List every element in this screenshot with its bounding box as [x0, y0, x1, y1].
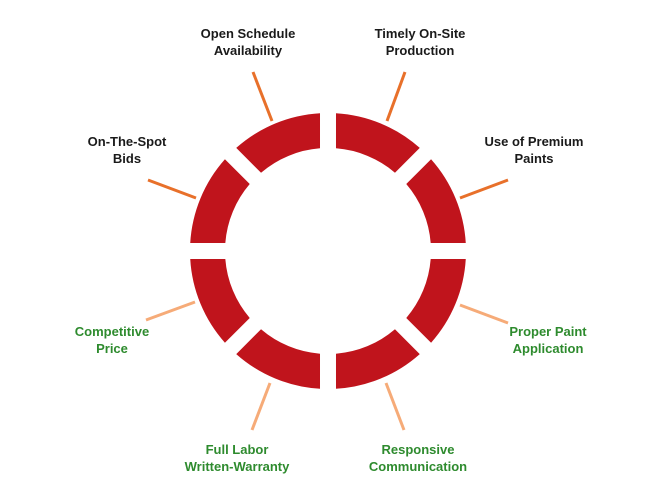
ring-segments: [190, 113, 466, 389]
connector-proper-paint: [459, 303, 509, 325]
segment-bottom-right: [335, 329, 420, 389]
label-on-the-spot: On-The-Spot Bids: [87, 134, 167, 166]
connector-lines: [145, 71, 509, 431]
segment-left-upper: [190, 159, 250, 244]
connector-competitive-price: [145, 300, 196, 322]
segment-right-upper: [406, 159, 466, 244]
segment-top-left: [236, 113, 321, 173]
segment-top-right: [335, 113, 420, 173]
connector-on-the-spot: [147, 178, 197, 200]
segment-bottom-left: [236, 329, 321, 389]
segment-left-lower: [190, 258, 250, 343]
segment-right-lower: [406, 258, 466, 343]
label-responsive: Responsive Communication: [368, 442, 468, 474]
label-timely-on-site: Timely On-Site Production: [374, 26, 466, 58]
connector-timely-on-site: [385, 71, 407, 122]
connector-responsive: [384, 382, 406, 431]
label-competitive-price: Competitive Price: [74, 324, 150, 356]
label-proper-paint: Proper Paint Application: [509, 324, 587, 356]
connector-open-schedule: [251, 71, 274, 122]
label-premium-paints: Use of Premium Paints: [484, 134, 584, 166]
label-open-schedule: Open Schedule Availability: [200, 26, 296, 58]
connector-premium-paints: [459, 178, 509, 200]
label-full-labor: Full Labor Written-Warranty: [184, 442, 290, 474]
connector-full-labor: [250, 382, 272, 431]
